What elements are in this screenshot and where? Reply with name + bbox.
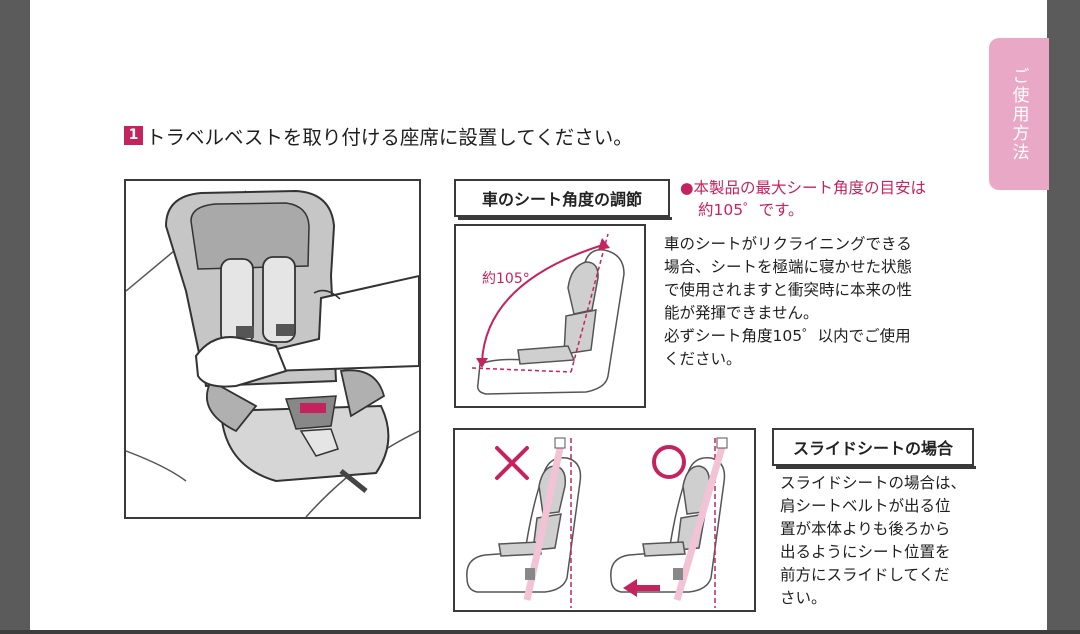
step-number-badge: 1 bbox=[124, 125, 143, 145]
recline-title-text: 車のシート角度の調節 bbox=[481, 190, 642, 209]
recline-description: 車のシートがリクライニングできる 場合、シートを極端に寝かせた状態 で使用されま… bbox=[664, 235, 913, 368]
angle-label: 約105° bbox=[482, 271, 530, 287]
seat-install-drawing bbox=[126, 189, 419, 517]
correct-mark: ○ bbox=[455, 430, 456, 431]
seat-install-illustration bbox=[124, 179, 421, 519]
page-bottom-edge bbox=[0, 630, 1080, 634]
slide-section-title: スライドシートの場合 bbox=[772, 428, 976, 469]
recline-section-title: 車のシート角度の調節 bbox=[454, 179, 672, 220]
max-angle-note-line-1: ●本製品の最大シート角度の目安は bbox=[680, 179, 927, 197]
note-bullet: ● bbox=[680, 179, 694, 197]
recline-angle-illustration: 約105° bbox=[454, 224, 646, 408]
step-instruction: トラベルベストを取り付ける座席に設置してください。 bbox=[146, 125, 633, 149]
section-tab-label: ご使用方法 bbox=[1008, 66, 1029, 162]
max-angle-note: ●本製品の最大シート角度の目安は 約105゜です。 bbox=[680, 177, 926, 221]
recline-angle-drawing bbox=[471, 233, 625, 395]
slide-title-text: スライドシートの場合 bbox=[792, 439, 953, 458]
slide-description: スライドシートの場合は、 肩シートベルトが出る位 置が本体よりも後ろから 出るよ… bbox=[780, 474, 967, 607]
step-heading: 1 トラベルベストを取り付ける座席に設置してください。 bbox=[124, 120, 633, 150]
section-tab[interactable]: ご使用方法 bbox=[989, 38, 1049, 190]
max-angle-note-line-2: 約105゜です。 bbox=[698, 201, 804, 219]
slide-seat-illustration: × ○ bbox=[453, 428, 756, 612]
slide-seat-drawing bbox=[466, 437, 728, 608]
